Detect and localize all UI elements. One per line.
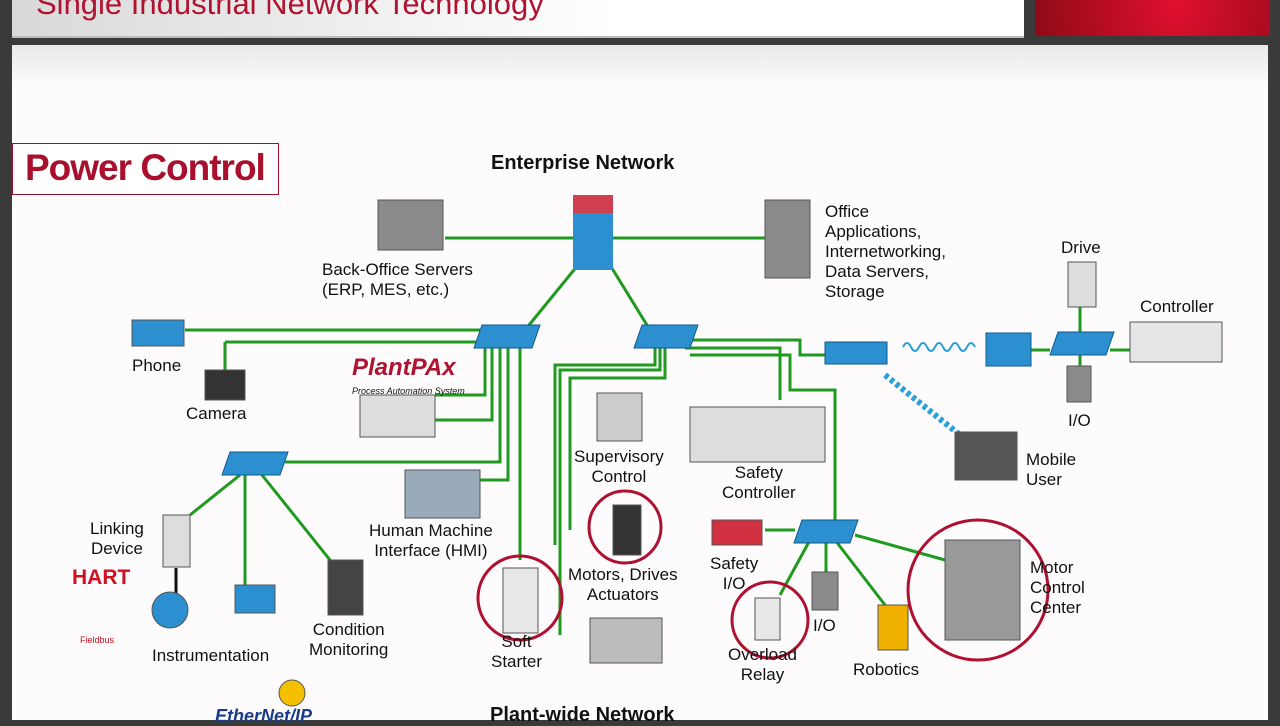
switch-icon	[1049, 331, 1115, 356]
drive-icon	[1067, 261, 1097, 308]
safety-controller-label: Safety Controller	[722, 463, 796, 502]
linking-device-label: Linking Device	[90, 519, 144, 558]
section-label: Power Control	[25, 147, 266, 188]
laptop-icon	[954, 431, 1018, 481]
slide-title: Single Industrial Network Technology	[36, 0, 544, 21]
server-icon	[764, 199, 811, 279]
robot-icon	[877, 604, 909, 651]
camera-icon	[204, 369, 246, 401]
network-switches	[221, 324, 1115, 544]
highlight-circles	[476, 489, 1050, 662]
instrumentation-label: Instrumentation	[152, 646, 270, 665]
wireless-link-icon	[883, 342, 976, 438]
fieldbus-logo: Fieldbus	[80, 635, 115, 645]
office-label: Office Applications, Internetworking, Da…	[825, 202, 946, 301]
computer-icon	[596, 392, 643, 442]
mcc-icon	[944, 539, 1021, 641]
switch-icon	[793, 519, 859, 544]
network-links	[185, 236, 1130, 635]
condition-monitoring-label: Condition Monitoring	[309, 620, 389, 659]
phone-icon	[131, 319, 185, 347]
motor-starters-icon	[589, 617, 663, 664]
wireless-access-point-icon	[824, 341, 888, 365]
hmi-label: Human Machine Interface (HMI)	[369, 521, 493, 560]
drive-icon	[612, 504, 642, 556]
switch-icon	[633, 324, 699, 349]
robotics-label: Robotics	[853, 660, 920, 679]
io-icon	[811, 571, 839, 611]
phone-label: Phone	[132, 356, 182, 375]
section-label-box: Power Control	[12, 143, 279, 195]
server-icon	[377, 199, 444, 251]
plantpax-logo: PlantPAx	[352, 354, 456, 381]
plantpax-controller-icon	[359, 394, 436, 438]
safety-io-icon	[711, 519, 763, 546]
supervisory-label: Supervisory Control	[574, 447, 664, 486]
mobile-user-label: Mobile User	[1026, 450, 1077, 489]
wireless-bridge-icon	[985, 332, 1032, 367]
controller-label: Controller	[1140, 297, 1214, 316]
mcc-label: Motor Control Center	[1030, 558, 1085, 617]
ethernetip-logo: EtherNet/IP	[215, 706, 313, 726]
device-icons	[131, 199, 1223, 707]
io-label: I/O	[1068, 411, 1091, 430]
hart-logo: HART	[72, 566, 131, 589]
switch-icon	[221, 451, 289, 476]
transmitter-icon	[151, 591, 189, 629]
overload-relay-icon	[754, 597, 781, 641]
enterprise-network-heading: Enterprise Network	[491, 152, 675, 174]
linking-device-icon	[162, 514, 191, 568]
safety-controller-icon	[689, 406, 826, 463]
io-bottom-label: I/O	[813, 616, 836, 635]
flowmeter-icon	[234, 584, 276, 614]
controller-icon	[1129, 321, 1223, 363]
back-office-label: Back-Office Servers (ERP, MES, etc.)	[322, 260, 473, 299]
hmi-icon	[404, 469, 481, 519]
motors-label: Motors, Drives Actuators	[568, 565, 678, 604]
condition-monitor-icon	[327, 559, 364, 616]
switch-icon	[473, 324, 541, 349]
camera-label: Camera	[186, 404, 247, 423]
brand-block	[1035, 0, 1270, 36]
overload-relay-label: Overload Relay	[728, 645, 797, 684]
drive-label: Drive	[1061, 238, 1101, 257]
title-bar: Single Industrial Network Technology	[12, 0, 1024, 38]
plantpax-subtitle: Process Automation System	[352, 386, 465, 396]
io-icon	[1066, 365, 1092, 403]
soft-starter-label: Soft Starter	[491, 632, 543, 671]
firewall-icon	[573, 195, 613, 270]
safety-io-label: Safety I/O	[710, 554, 759, 593]
soft-starter-icon	[502, 567, 539, 634]
ethernetip-logo-icon	[278, 679, 306, 707]
plant-network-heading: Plant-wide Network	[490, 704, 675, 726]
